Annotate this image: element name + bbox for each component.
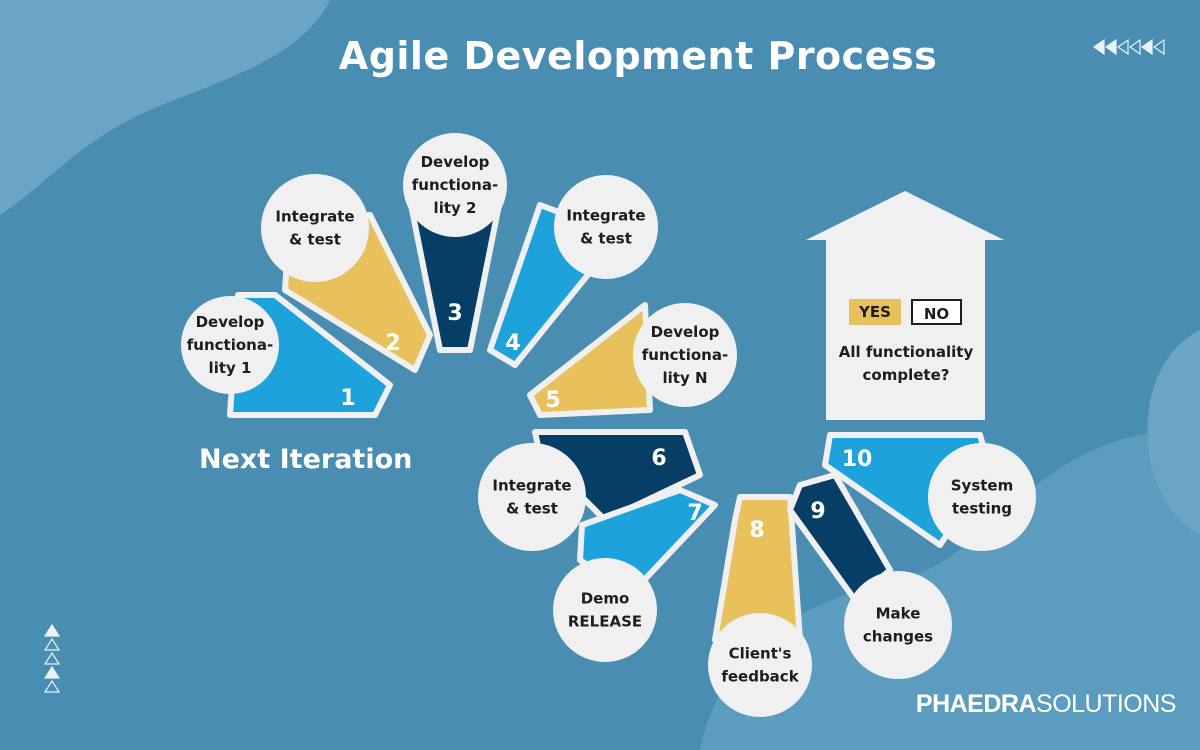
step-1-label-line: lity 1: [209, 359, 252, 377]
step-7-number: 7: [687, 501, 702, 526]
decision-question: All functionality complete?: [838, 343, 974, 384]
step-5-label-line: functiona-: [642, 346, 728, 364]
step-10-number: 10: [842, 447, 873, 472]
step-2-label-line: Integrate: [275, 208, 354, 226]
step-3-circle: [403, 133, 507, 237]
step-8-label-line: feedback: [721, 668, 799, 686]
decision-house-shape: [806, 191, 1004, 420]
step-2-circle: [261, 174, 369, 282]
page-title: Agile Development Process: [338, 34, 938, 78]
step-2-number: 2: [385, 331, 400, 356]
background-blob-bottom-right: [700, 429, 1200, 750]
step-5-circle: [633, 303, 737, 407]
step-4-label-line: & test: [580, 230, 632, 248]
step-5-label-line: Develop: [651, 323, 720, 341]
step-3-label-line: lity 2: [434, 199, 477, 217]
step-1-circle: [181, 296, 279, 394]
step-7-label-line: Demo: [581, 590, 630, 608]
no-button[interactable]: NO: [911, 299, 962, 325]
step-7-label-line: RELEASE: [568, 613, 642, 631]
double-left-arrows-icon: [1092, 38, 1165, 56]
step-4-circle: [554, 175, 658, 279]
step-10-label-line: System: [951, 477, 1013, 495]
step-1-number: 1: [340, 386, 355, 411]
step-8-label-line: Client's: [729, 645, 792, 663]
step-3-label-line: Develop: [421, 153, 490, 171]
step-9-number: 9: [810, 499, 825, 524]
step-4-label-line: Integrate: [566, 207, 645, 225]
background-blob-top-left: [0, 0, 330, 215]
step-1-label-line: functiona-: [187, 336, 273, 354]
step-2-label-line: & test: [289, 231, 341, 249]
step-10-circle: [928, 443, 1036, 551]
step-8-circle: [708, 613, 812, 717]
step-9-circle: [844, 571, 952, 679]
step-5-label-line: lity N: [662, 369, 707, 387]
step-3-label-line: functiona-: [412, 176, 498, 194]
brand-logo: PHAEDRASOLUTIONS: [915, 690, 1177, 719]
step-1-label-line: Develop: [196, 313, 265, 331]
step-8-number: 8: [749, 518, 764, 543]
step-6-number: 6: [651, 446, 666, 471]
background-blob-right: [1147, 330, 1200, 535]
step-9-label-line: Make: [876, 605, 921, 623]
step-6-label-line: Integrate: [492, 477, 571, 495]
yes-button[interactable]: YES: [849, 299, 901, 325]
step-5-number: 5: [545, 388, 560, 413]
step-4-number: 4: [505, 331, 520, 356]
step-10-label-line: testing: [952, 500, 1012, 518]
brand-light: SOLUTIONS: [1036, 690, 1176, 718]
next-iteration-label: Next Iteration: [199, 444, 413, 475]
step-3-number: 3: [447, 301, 462, 326]
step-6-circle: [478, 443, 586, 551]
step-9-label-line: changes: [863, 628, 933, 646]
stacked-triangles-icon: [43, 623, 61, 693]
brand-bold: PHAEDRA: [915, 690, 1037, 718]
step-6-label-line: & test: [506, 500, 558, 518]
step-7-circle: [553, 558, 657, 662]
